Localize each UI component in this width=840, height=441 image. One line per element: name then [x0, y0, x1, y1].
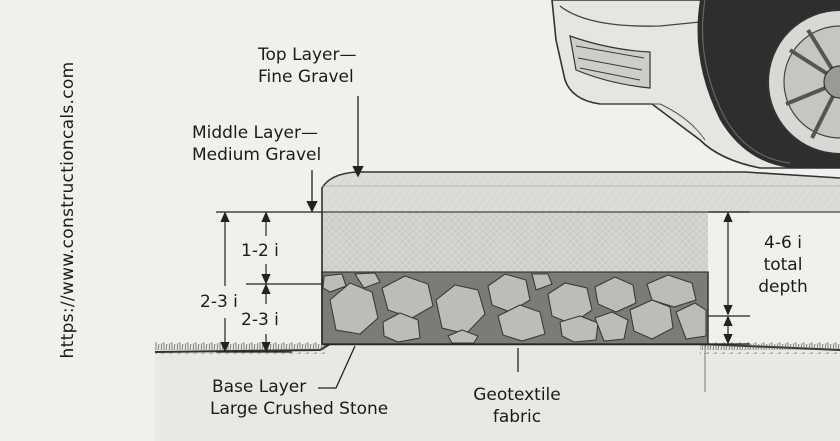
base-layer-stone	[321, 271, 709, 345]
top-layers-depth-label: 1-2 i	[241, 241, 279, 261]
car-tire	[697, 0, 840, 168]
middle-layer-label-line1: Middle Layer—	[192, 123, 318, 143]
top-layer-label-line1: Top Layer—	[258, 45, 357, 65]
middle-layer-gravel	[322, 212, 708, 273]
label-leaders	[306, 96, 519, 389]
top-layer-label-line2: Fine Gravel	[258, 67, 354, 87]
top-layer-label: Top Layer— Fine Gravel	[258, 44, 357, 88]
geotextile-label-line1: Geotextile	[473, 385, 561, 405]
website-watermark: https://www.constructioncals.com	[58, 61, 78, 359]
geotextile-label-line2: fabric	[492, 407, 542, 427]
middle-layer-label: Middle Layer— Medium Gravel	[192, 122, 321, 166]
total-depth-line3: depth	[758, 277, 808, 297]
base-layer-depth-label: 2-3 i	[241, 310, 279, 330]
ground	[154, 342, 840, 441]
base-layer-label: Base Layer Large Crushed Stone	[210, 376, 388, 420]
dimension-lines	[216, 211, 750, 353]
outer-depth-label: 2-3 i	[200, 292, 238, 312]
total-depth-line2: total	[763, 255, 803, 275]
base-layer-label-line1: Base Layer	[212, 377, 307, 397]
geotextile-label: Geotextile fabric	[462, 384, 572, 428]
total-depth-label: 4-6 i total depth	[738, 232, 828, 298]
total-depth-line1: 4-6 i	[764, 233, 802, 253]
middle-layer-label-line2: Medium Gravel	[192, 145, 322, 165]
base-layer-label-line2: Large Crushed Stone	[210, 399, 389, 419]
